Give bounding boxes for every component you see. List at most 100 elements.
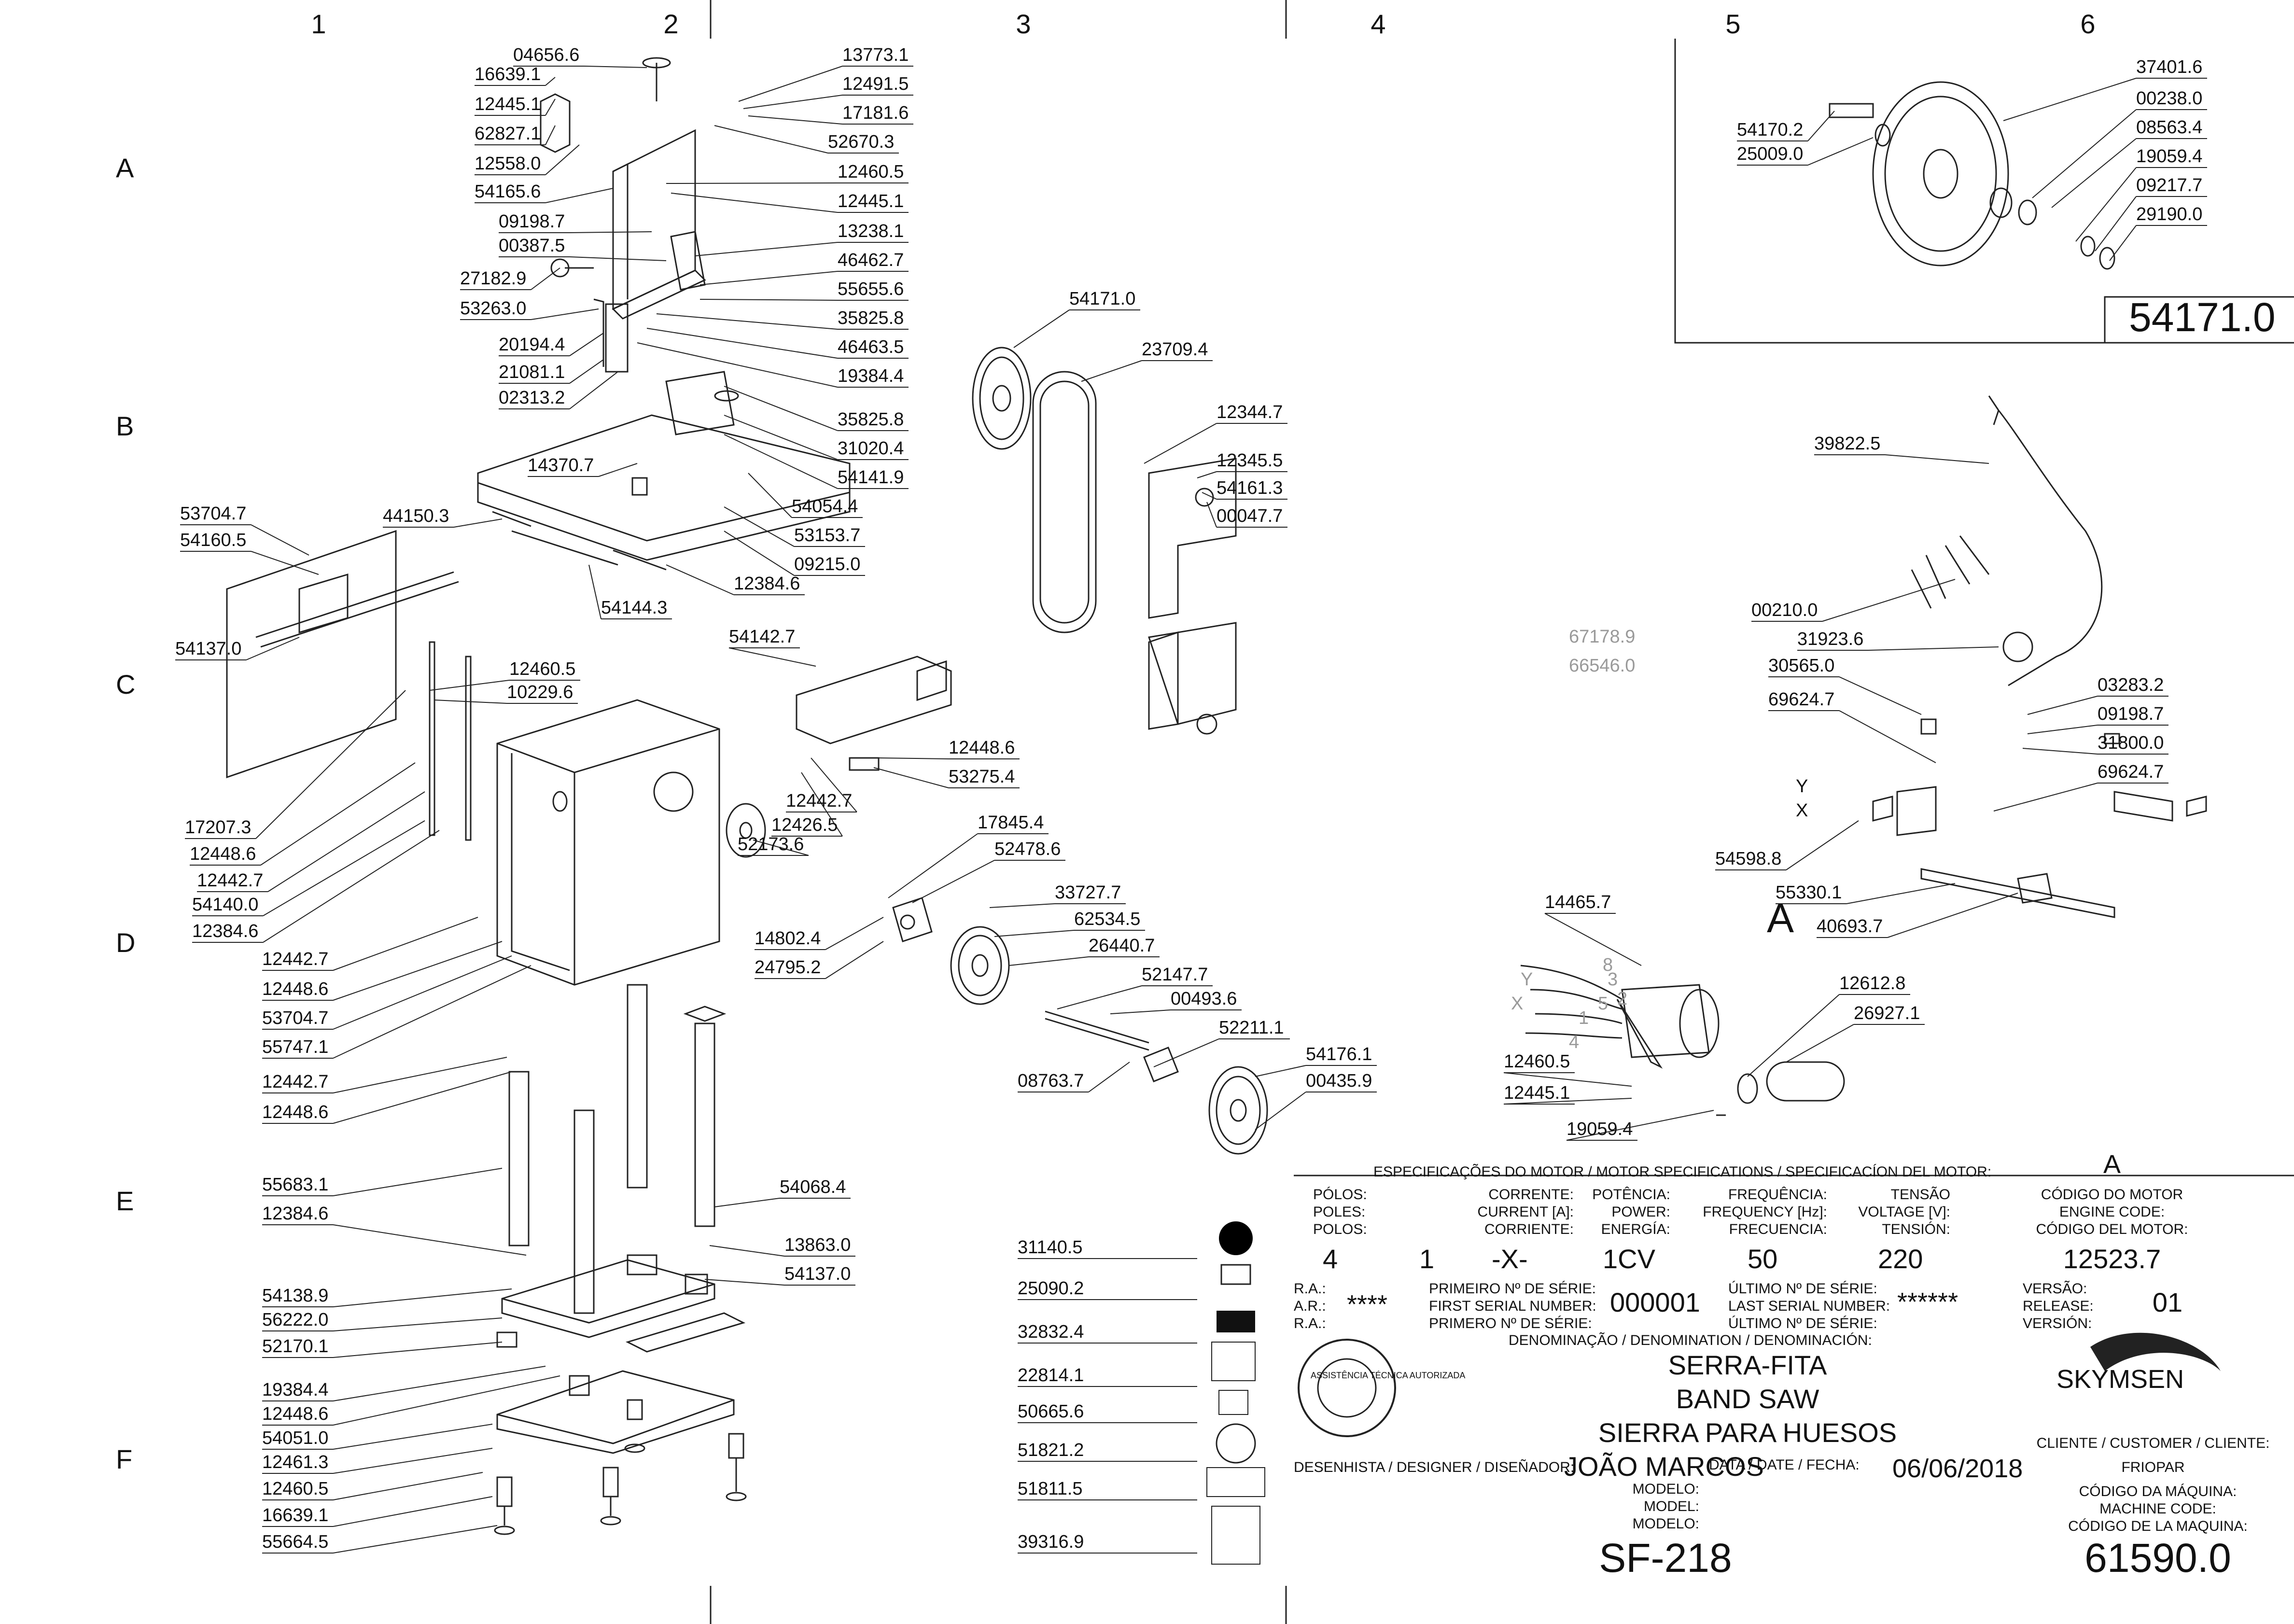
part-number-label: 37401.6 — [2136, 57, 2203, 77]
part-number-label: 31020.4 — [838, 438, 904, 459]
machine-code-label: CÓDIGO DE LA MAQUINA: — [2068, 1518, 2248, 1534]
leader-line — [333, 917, 478, 971]
leader-line — [724, 506, 795, 547]
part-number-label: 12448.6 — [190, 844, 256, 864]
leader-line — [1839, 676, 1922, 715]
leader-line — [1503, 1072, 1632, 1087]
part-number-label: 54054.4 — [792, 496, 858, 517]
current-value: -X- — [1492, 1244, 1528, 1274]
motor-detail-label: A — [1767, 896, 1794, 941]
last-serial-value: ****** — [1897, 1288, 1958, 1316]
part-number-label: 20194.4 — [499, 335, 565, 355]
engine-code-label: ENGINE CODE: — [2059, 1204, 2165, 1220]
leader-line — [1807, 111, 1835, 141]
last-serial-label: ÚLTIMO Nº DE SÉRIE: — [1728, 1316, 1877, 1331]
ra-label: A.R.: — [1294, 1298, 1326, 1314]
denomination-value: SERRA-FITA — [1668, 1350, 1827, 1380]
leader-line — [801, 772, 843, 837]
leader-line — [1839, 710, 1936, 763]
part-number-label: 55655.6 — [838, 279, 904, 299]
part-number-label: 26927.1 — [1854, 1003, 1920, 1023]
leader-line — [333, 1168, 503, 1196]
date-value: 06/06/2018 — [1892, 1454, 2023, 1483]
part-number-label: 33727.7 — [1055, 882, 1121, 903]
leader-line — [873, 767, 949, 788]
part-number-label: 54141.9 — [838, 467, 904, 488]
leader-line — [333, 1496, 493, 1527]
leader-line — [545, 188, 614, 203]
axis-x-label: X — [1796, 800, 1808, 821]
leader-line — [646, 328, 838, 359]
leader-line — [1822, 579, 1956, 622]
power-label: POTÊNCIA: — [1592, 1187, 1670, 1203]
leader-line — [1747, 994, 1840, 1077]
leader-line — [699, 299, 838, 301]
part-number-label: 27182.9 — [460, 268, 527, 289]
leader-line — [671, 193, 838, 213]
part-number-label: 12460.5 — [1504, 1051, 1570, 1072]
leader-line — [1786, 1024, 1854, 1063]
part-number-label: 19059.4 — [1567, 1119, 1633, 1139]
part-number-label: 53704.7 — [262, 1008, 329, 1028]
leader-line — [251, 524, 309, 556]
leader-line — [728, 647, 816, 667]
leader-line — [724, 415, 838, 460]
part-number-label: 12445.1 — [475, 94, 541, 114]
power-label: ENERGÍA: — [1601, 1221, 1670, 1237]
part-number-label: 31923.6 — [1797, 629, 1864, 649]
grid-row-label: C — [116, 669, 136, 700]
part-number-label: 40693.7 — [1817, 916, 1883, 937]
part-number-label: 52211.1 — [1219, 1018, 1284, 1038]
part-number-label: 32832.4 — [1018, 1322, 1084, 1342]
part-number-label: 69624.7 — [1768, 689, 1835, 710]
leader-line — [333, 955, 512, 1030]
part-number-label: 53263.0 — [460, 298, 527, 319]
grid-column-label: 3 — [1016, 9, 1031, 39]
first-serial-label: PRIMERO Nº DE SÉRIE: — [1429, 1316, 1592, 1331]
poles-label: POLOS: — [1313, 1221, 1367, 1237]
part-number-label: 09198.7 — [499, 211, 565, 232]
phase-mark: X — [1511, 994, 1524, 1014]
voltage-label: TENSÃO — [1890, 1187, 1950, 1203]
part-number-label: 17207.3 — [185, 817, 252, 838]
part-number-label: 31800.0 — [2098, 733, 2164, 753]
part-number-label: 54137.0 — [175, 639, 242, 659]
part-number-label: 54138.9 — [262, 1286, 329, 1306]
leader-line — [333, 1288, 512, 1307]
first-serial-value: 000001 — [1610, 1287, 1700, 1317]
part-number-label: 03283.2 — [2098, 675, 2164, 695]
part-number-label: 12445.1 — [1504, 1083, 1570, 1103]
grid-row-label: E — [116, 1186, 134, 1216]
phase-mark: 1 — [1579, 1008, 1589, 1028]
leader-line — [656, 313, 838, 330]
leader-line — [637, 342, 838, 388]
part-number-label: 54598.8 — [1715, 849, 1782, 869]
leader-line — [333, 1317, 503, 1331]
part-number-label: 53275.4 — [949, 767, 1015, 787]
frequency-label: FREQUÊNCIA: — [1728, 1187, 1827, 1203]
frequency-label: FRECUENCIA: — [1729, 1221, 1827, 1237]
leader-line — [1807, 137, 1874, 166]
part-number-label: 54170.2 — [1737, 120, 1804, 140]
voltage-label: TENSIÓN: — [1882, 1221, 1950, 1237]
leader-line — [246, 637, 300, 660]
leader-line — [333, 965, 532, 1059]
leader-line — [888, 833, 978, 898]
leader-line — [588, 564, 601, 619]
designer-label: DESENHISTA / DESIGNER / DISEÑADOR: — [1294, 1459, 1575, 1475]
phase-mark: 8 — [1603, 955, 1613, 975]
model-value: SF-218 — [1599, 1535, 1732, 1581]
part-number-label: 12460.5 — [262, 1479, 329, 1499]
part-number-label: 35825.8 — [838, 308, 904, 328]
last-serial-label: LAST SERIAL NUMBER: — [1728, 1298, 1890, 1314]
part-number-label: 62534.5 — [1074, 909, 1141, 929]
part-number-label: 30565.0 — [1768, 656, 1835, 676]
leader-line — [2027, 696, 2098, 715]
phase-mark: 4 — [1569, 1032, 1580, 1052]
part-number-label: 12384.6 — [262, 1204, 329, 1224]
denomination-value: BAND SAW — [1676, 1384, 1819, 1414]
current-label: CORRENTE: — [1488, 1187, 1574, 1203]
part-number-label: 56222.0 — [262, 1310, 329, 1330]
part-number-label: 08763.7 — [1018, 1071, 1084, 1091]
poles-label: PÓLOS: — [1313, 1187, 1367, 1203]
